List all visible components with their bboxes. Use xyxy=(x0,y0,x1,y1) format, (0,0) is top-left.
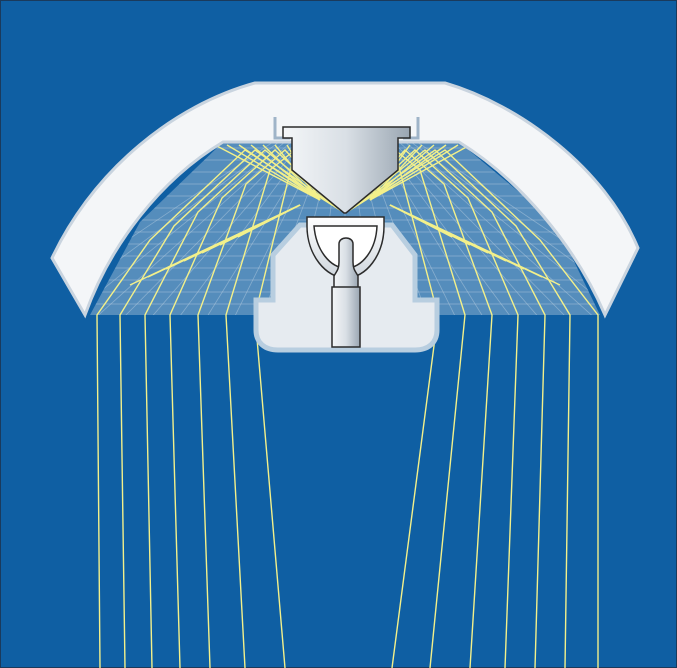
bulb-socket xyxy=(332,287,360,347)
